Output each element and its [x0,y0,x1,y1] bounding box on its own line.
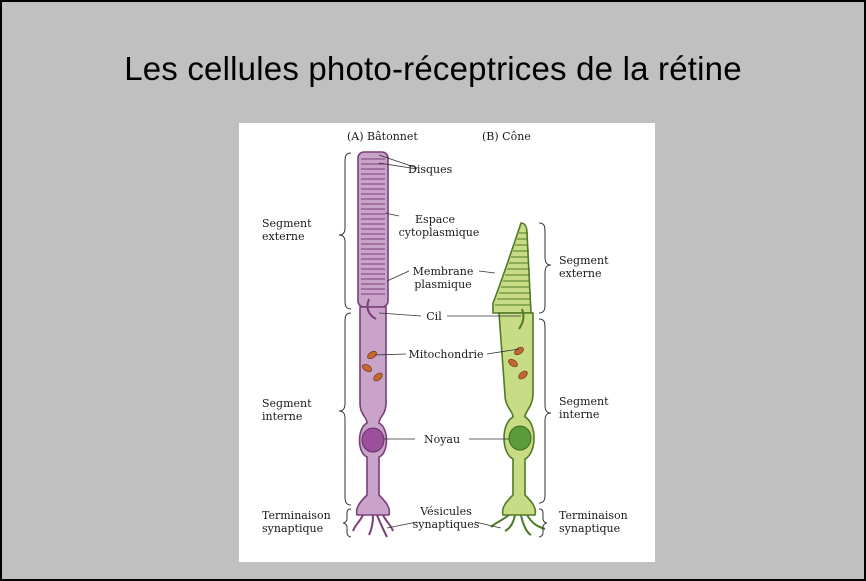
right-brackets [539,223,551,537]
rod-nucleus [362,428,384,452]
left-terminaison-1: Terminaison [262,509,331,522]
cone-inner-segment [499,313,535,515]
leader-lines [375,155,521,528]
left-segment-externe-1: Segment [262,217,312,230]
rod-inner-segment [357,307,390,515]
label-disques: Disques [408,163,453,176]
label-espace-2: cytoplasmique [399,226,480,239]
left-segment-interne-2: interne [262,410,302,423]
slide-title: Les cellules photo-réceptrices de la rét… [2,50,864,88]
cone-nucleus [509,426,531,450]
left-segment-externe-2: externe [262,230,305,243]
photoreceptor-figure: (A) Bâtonnet (B) Cône [239,123,655,562]
rod-cell [353,152,393,537]
rod-synaptic-terminal [353,515,393,537]
right-terminaison-2: synaptique [559,522,620,535]
photoreceptor-diagram: (A) Bâtonnet (B) Cône [239,123,655,562]
label-noyau: Noyau [424,433,460,446]
right-segment-interne-2: interne [559,408,599,421]
label-mitochondrie: Mitochondrie [408,348,483,361]
label-cil: Cil [426,310,442,323]
right-segment-externe-2: externe [559,267,602,280]
label-membrane-1: Membrane [413,265,474,278]
left-terminaison-2: synaptique [262,522,323,535]
label-vesicules-1: Vésicules [419,505,472,518]
left-segment-interne-1: Segment [262,397,312,410]
right-segment-interne-1: Segment [559,395,609,408]
label-membrane-2: plasmique [414,278,471,291]
rod-header: (A) Bâtonnet [347,130,418,143]
label-espace-1: Espace [415,213,455,226]
cone-cell [491,223,545,535]
cone-synaptic-terminal [491,515,545,535]
label-vesicules-2: synaptiques [413,518,480,531]
right-segment-externe-1: Segment [559,254,609,267]
cone-header: (B) Cône [482,130,531,143]
right-terminaison-1: Terminaison [559,509,628,522]
left-brackets [339,153,351,537]
